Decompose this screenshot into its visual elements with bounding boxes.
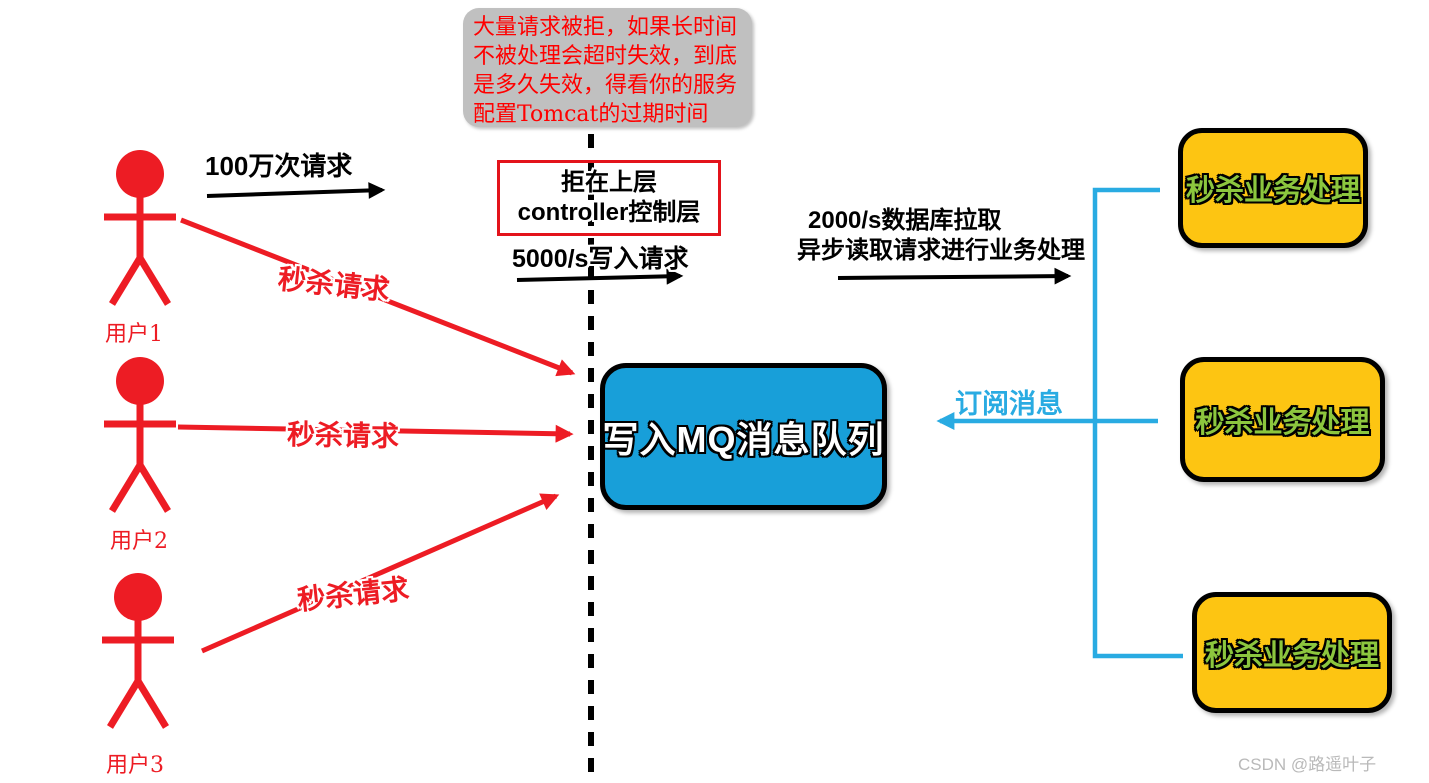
write-rate-arrow — [516, 267, 684, 285]
subscribe-label: 订阅消息 — [955, 389, 1063, 419]
note-line: 是多久失效，得看你的服务 — [473, 73, 738, 98]
controller-reject-box: 拒在上层 controller控制层 — [497, 160, 721, 236]
worker-node-1: 秒杀业务处理 — [1178, 128, 1368, 248]
user3-head — [114, 573, 162, 621]
note-line: 配置Tomcat的过期时间 — [473, 102, 709, 127]
worker-node-3-label: 秒杀业务处理 — [1204, 639, 1379, 672]
million-requests-label: 100万次请求 — [205, 151, 353, 181]
note-box: 大量请求被拒，如果长时间 不被处理会超时失效，到底 是多久失效，得看你的服务 配… — [463, 8, 752, 127]
worker-node-2-label: 秒杀业务处理 — [1195, 406, 1370, 439]
user2-figure — [104, 357, 176, 513]
reject-box-line2: controller控制层 — [517, 199, 701, 226]
user2-head — [116, 357, 164, 405]
db-pull-label-line2: 异步读取请求进行业务处理 — [797, 237, 1085, 264]
note-line: 大量请求被拒，如果长时间 — [473, 15, 738, 40]
db-pull-arrow — [837, 267, 1072, 285]
user1-head — [116, 150, 164, 198]
note-line: 不被处理会超时失效，到底 — [473, 44, 738, 69]
seckill-arrow-user1 — [180, 217, 576, 377]
worker-node-2: 秒杀业务处理 — [1180, 357, 1385, 482]
mq-queue-label: 写入MQ消息队列 — [602, 418, 885, 460]
seckill-arrow-user3 — [200, 493, 560, 654]
worker-node-3: 秒杀业务处理 — [1192, 592, 1392, 713]
reject-box-line1: 拒在上层 — [561, 169, 657, 196]
user3-label: 用户3 — [106, 753, 164, 778]
db-pull-label-line1: 2000/s数据库拉取 — [808, 207, 1002, 234]
seckill-request-label-2: 秒杀请求 — [286, 419, 400, 452]
watermark: CSDN @路遥叶子 — [1238, 755, 1377, 774]
million-requests-arrow — [206, 182, 386, 199]
worker-node-1-label: 秒杀业务处理 — [1185, 175, 1360, 207]
user1-label: 用户1 — [105, 322, 163, 347]
user3-figure — [102, 573, 174, 729]
mq-queue-node: 写入MQ消息队列 — [600, 363, 887, 510]
user2-label: 用户2 — [110, 529, 168, 554]
write-rate-label: 5000/s写入请求 — [512, 245, 689, 273]
seckill-arrow-user2 — [177, 424, 574, 443]
user1-figure — [104, 150, 176, 306]
